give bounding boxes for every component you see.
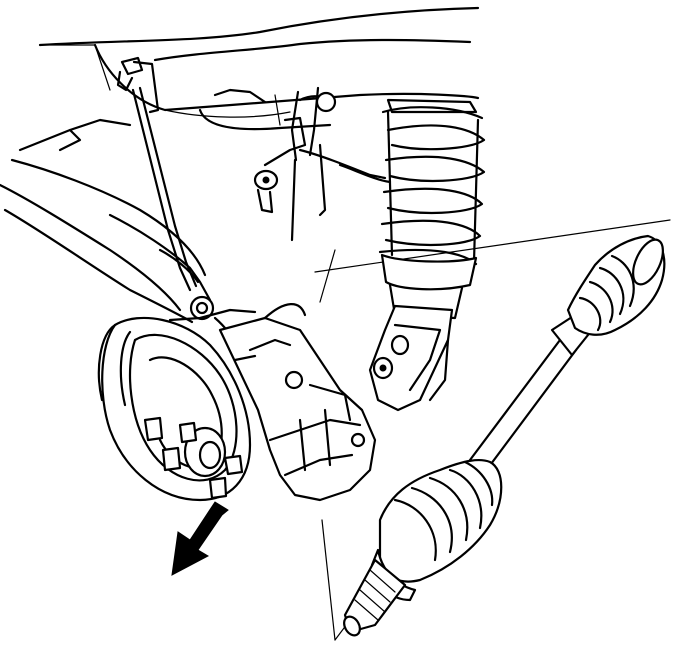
brake-hose-bracket [116, 56, 198, 292]
vehicle-body-underside [38, 6, 480, 131]
strut-lower-mount [368, 304, 454, 412]
splined-shaft-end [343, 558, 407, 637]
inner-cv-boot [566, 234, 666, 336]
control-arm [0, 118, 215, 324]
wheel-studs [143, 416, 244, 500]
coil-spring-strut [378, 98, 486, 320]
brake-caliper [218, 303, 377, 502]
brake-disc-hub [97, 308, 258, 502]
stabilizer-link [253, 86, 392, 242]
direction-arrow [171, 501, 229, 576]
drive-shaft [468, 313, 594, 470]
